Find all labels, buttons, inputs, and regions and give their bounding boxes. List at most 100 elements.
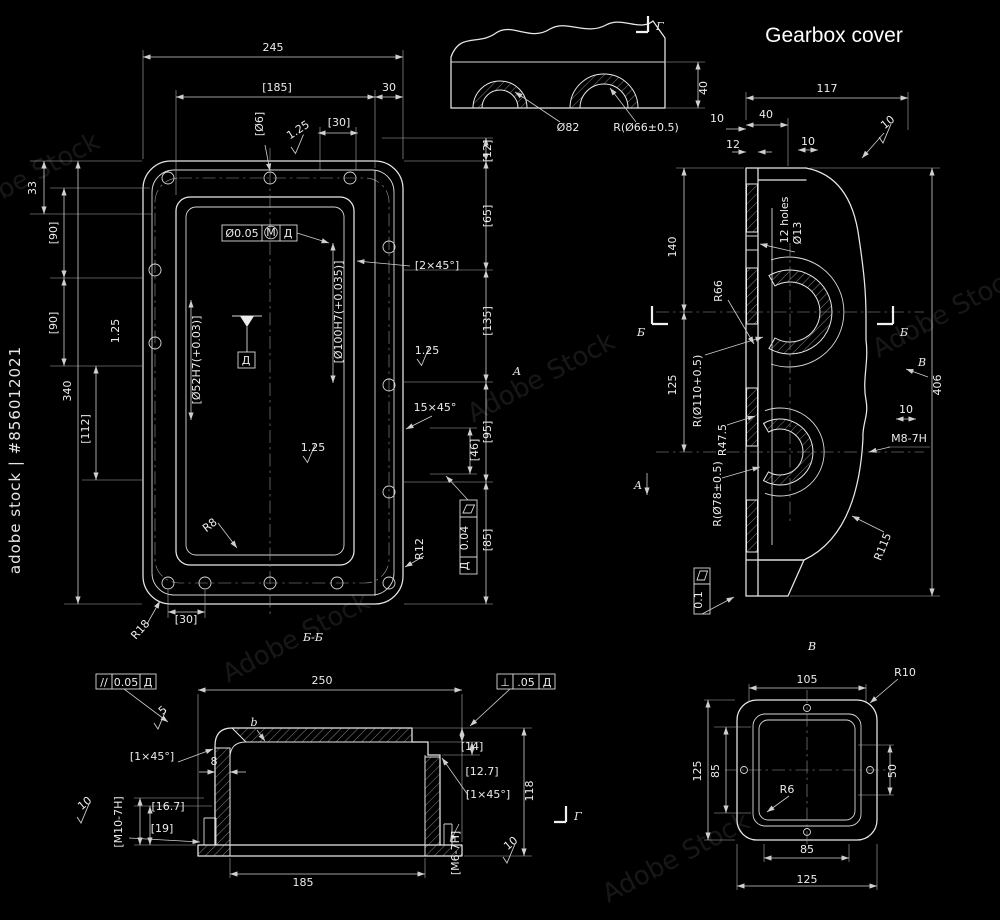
dim-label: 30 bbox=[382, 81, 396, 94]
dim-label: [19] bbox=[151, 822, 174, 835]
view-label: В bbox=[807, 640, 816, 653]
dim-label: [30] bbox=[175, 613, 198, 626]
section-b-b-view bbox=[76, 673, 568, 878]
side-view bbox=[644, 92, 940, 615]
dim-label: [112] bbox=[79, 414, 92, 444]
dim-label: Ø0.05 bbox=[225, 227, 258, 240]
dim-label: 0.05 bbox=[114, 676, 139, 689]
dim-label: [1×45°] bbox=[130, 750, 174, 763]
parallelism-frame bbox=[95, 673, 169, 723]
lower-bearing-ring bbox=[762, 418, 814, 486]
dim-label: 1.25 bbox=[301, 441, 326, 454]
dim-label: R(Ø66±0.5) bbox=[613, 121, 679, 134]
dim-label: [65] bbox=[481, 205, 494, 228]
dim-label: Б bbox=[636, 326, 645, 339]
dim-label: 12 bbox=[726, 138, 740, 151]
dim-label: 5 bbox=[156, 703, 170, 717]
bolt-centerline bbox=[154, 177, 390, 584]
dim-label: 0.1 bbox=[692, 591, 705, 609]
dim-label: [95] bbox=[481, 421, 494, 444]
section-b-marks bbox=[650, 306, 895, 326]
drawing-title: Gearbox cover bbox=[765, 24, 903, 47]
dimension-labels: 245[185]30[Ø6]1.25[30][12]33[90][90]1.25… bbox=[26, 20, 944, 889]
dim-label: 10 bbox=[710, 112, 724, 125]
dim-label: [Ø6] bbox=[253, 112, 266, 136]
dim-label: [135] bbox=[481, 306, 494, 336]
watermark-vertical: adobe stock | #856012021 bbox=[6, 346, 24, 574]
dim-label: [2×45°] bbox=[415, 259, 459, 272]
watermark-text: Adobe Stock bbox=[597, 807, 755, 910]
dim-label: [90] bbox=[47, 312, 60, 335]
dim-label: [12] bbox=[481, 140, 494, 163]
dim-label: 125 bbox=[666, 375, 679, 396]
dim-label: 10 bbox=[801, 135, 815, 148]
view-v-arrow bbox=[905, 368, 929, 378]
dim-label: Д bbox=[144, 676, 153, 689]
dim-label: [16.7] bbox=[151, 800, 184, 813]
dim-label: 118 bbox=[523, 781, 536, 802]
flatness-frame-side bbox=[693, 567, 735, 615]
dim-label: [185] bbox=[262, 81, 292, 94]
dim-label: Д bbox=[242, 354, 251, 367]
dim-label: ⊥ bbox=[500, 676, 510, 689]
dim-label: R6 bbox=[780, 783, 795, 796]
dim-label: Д bbox=[543, 676, 552, 689]
feature-control-frame bbox=[221, 224, 330, 244]
dim-label: R115 bbox=[871, 531, 894, 562]
dim-label: Д bbox=[458, 561, 471, 570]
dim-label: 8 bbox=[211, 755, 218, 768]
dim-label: b bbox=[250, 716, 257, 729]
dim-label: [46] bbox=[468, 439, 481, 462]
partial-section-gamma bbox=[450, 16, 705, 123]
dim-label: [12.7] bbox=[465, 765, 498, 778]
dim-label: 185 bbox=[293, 876, 314, 889]
dim-label: R12 bbox=[413, 538, 426, 560]
view-label: Γ bbox=[655, 20, 664, 33]
dim-label: 125 bbox=[797, 873, 818, 886]
bearing-bore-left bbox=[472, 80, 528, 109]
upper-bearing-ring bbox=[768, 269, 833, 355]
dim-label: M bbox=[266, 226, 276, 239]
dim-label: R66 bbox=[712, 280, 725, 302]
dim-label: Ø82 bbox=[557, 121, 580, 134]
view-v bbox=[704, 678, 899, 890]
dim-label: // bbox=[100, 676, 108, 689]
dim-label: [Ø100H7(+0.035)] bbox=[332, 261, 345, 364]
dim-label: [M10-7H] bbox=[112, 796, 125, 847]
dim-label: 40 bbox=[759, 108, 773, 121]
dim-label: 1.25 bbox=[109, 319, 122, 344]
dim-label: 245 bbox=[263, 41, 284, 54]
dim-label: 10 bbox=[878, 113, 897, 132]
dim-label: 85 bbox=[800, 843, 814, 856]
dim-label: 0.04 bbox=[458, 526, 471, 551]
view-label: Γ bbox=[573, 810, 582, 823]
dim-label: 1.25 bbox=[284, 118, 312, 142]
dim-label: 105 bbox=[797, 673, 818, 686]
watermark-text: Adobe Stock bbox=[217, 587, 375, 690]
dim-label: Б bbox=[899, 326, 908, 339]
dim-label: M8-7H bbox=[891, 432, 927, 445]
dim-label: 50 bbox=[886, 764, 899, 778]
dim-label: [90] bbox=[47, 222, 60, 245]
dim-label: R8 bbox=[200, 516, 220, 535]
dim-label: 10 bbox=[899, 403, 913, 416]
front-view bbox=[30, 50, 493, 625]
dim-label: .05 bbox=[517, 676, 535, 689]
dim-label: 140 bbox=[666, 237, 679, 258]
dim-label: [1×45°] bbox=[466, 788, 510, 801]
datum-symbol bbox=[232, 315, 262, 369]
dim-label: R10 bbox=[894, 666, 916, 679]
dim-label: А bbox=[512, 365, 521, 378]
gamma-view-mark bbox=[636, 16, 650, 34]
dim-label: А bbox=[633, 479, 642, 492]
dim-label: [Ø52H7(+0.03)] bbox=[190, 316, 203, 405]
dim-label: Д bbox=[284, 227, 293, 240]
dim-label: 406 bbox=[931, 375, 944, 396]
dim-label: 15×45° bbox=[414, 401, 457, 414]
dim-label: R(Ø78±0.5) bbox=[711, 461, 724, 527]
upper-boss-arc bbox=[770, 256, 845, 368]
dim-label: 40 bbox=[697, 81, 710, 95]
dim-label: [30] bbox=[328, 116, 351, 129]
dim-label: 1.25 bbox=[415, 344, 440, 357]
